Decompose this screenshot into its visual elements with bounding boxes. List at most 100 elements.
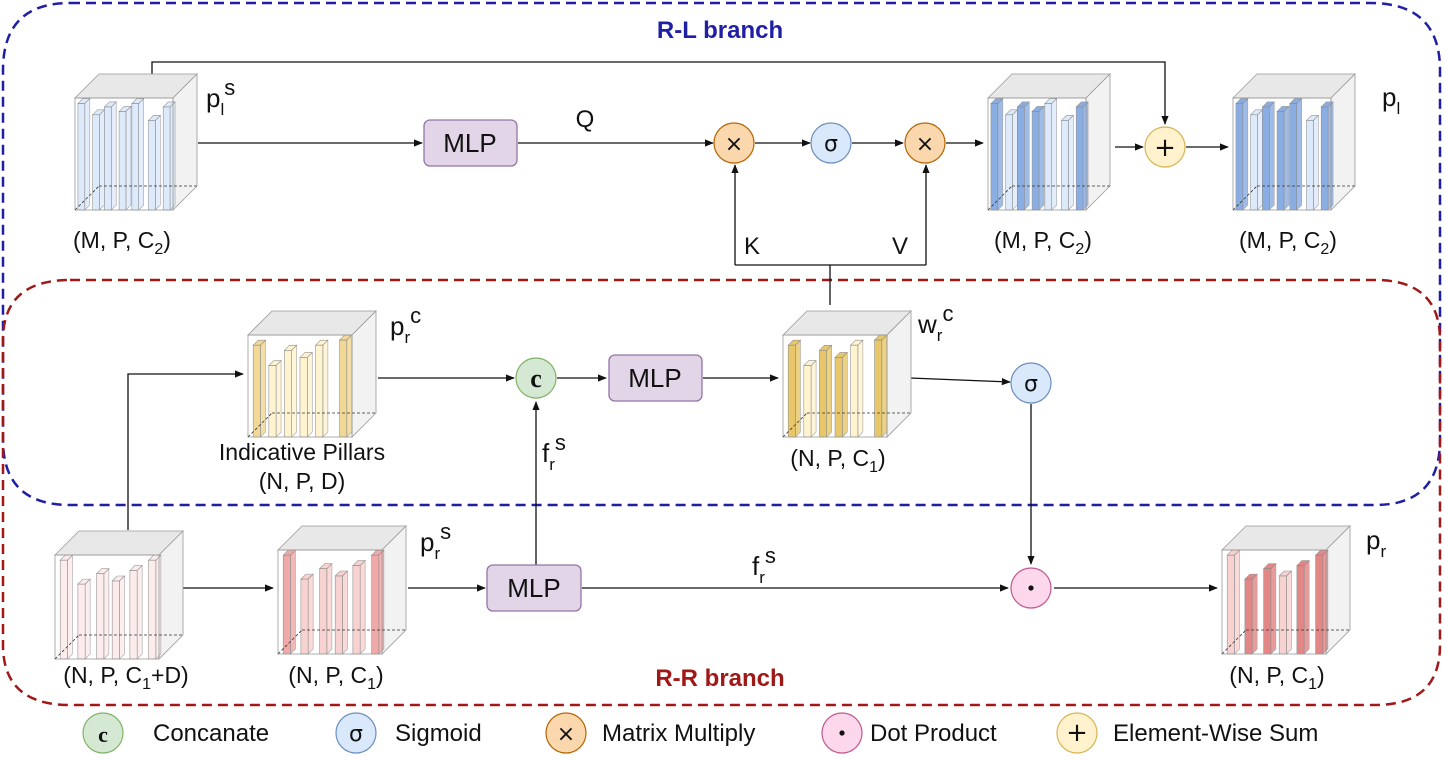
legend-symbol: × (557, 722, 575, 747)
legend-swatch (1056, 712, 1098, 754)
legend-item: Dot Product (821, 712, 997, 754)
pillar (268, 359, 282, 438)
mlp-label: MLP (443, 128, 496, 158)
svg-text:σ: σ (1024, 372, 1038, 397)
pillar (129, 564, 143, 660)
cube-wrc (782, 310, 912, 438)
pillar (1261, 101, 1275, 211)
sigmoid-op-top: σ (810, 122, 852, 164)
pillar (77, 97, 91, 211)
pillar (1004, 109, 1019, 211)
pillar (1226, 549, 1241, 655)
sigmoid-op-mid: σ (1010, 362, 1052, 404)
pillar (803, 359, 817, 438)
pillar (990, 97, 1004, 211)
connectors (127, 61, 1229, 592)
pillar (1296, 559, 1310, 655)
rr-branch-title: R-R branch (655, 665, 784, 692)
prc-label: prc (390, 303, 421, 347)
pillar (314, 339, 329, 438)
frs-label-vertical: frs (542, 430, 566, 474)
pillar (1276, 105, 1290, 211)
pillar (318, 562, 333, 655)
pillar (1262, 562, 1277, 655)
svg-text:σ: σ (824, 132, 838, 157)
pillar (252, 339, 267, 438)
sum-op: + (1144, 126, 1186, 168)
rl-branch-title: R-L branch (657, 17, 783, 44)
pillar (873, 334, 888, 438)
indicative-label: Indicative Pillars (219, 439, 385, 465)
legend-label: Element-Wise Sum (1113, 720, 1318, 747)
svg-text:×: × (725, 132, 743, 157)
pillar (849, 339, 864, 438)
pillar (1278, 570, 1293, 655)
pr-label: pr (1366, 525, 1386, 561)
dims-pls: (M, P, C2) (73, 227, 171, 258)
svg-text:c: c (530, 364, 542, 393)
pillar (299, 351, 314, 438)
pillar (1320, 101, 1334, 211)
dims-mid-l: (M, P, C2) (994, 227, 1092, 258)
pls-label: pls (206, 75, 235, 119)
pillar (818, 344, 833, 438)
cube-prc (247, 310, 377, 438)
tensor-cubes (54, 73, 1356, 660)
arrow-wrc-to-sigmoid (909, 377, 1011, 386)
k-label: K (744, 233, 760, 260)
pillar (118, 105, 132, 211)
rl-branch-border (1, 1, 1442, 507)
cube-input (54, 530, 184, 660)
prs-label: prs (420, 519, 451, 563)
dims-wrc: (N, P, C1) (790, 445, 885, 476)
pillar (1305, 114, 1320, 211)
mlp-label: MLP (507, 573, 560, 603)
pillar (1235, 97, 1249, 211)
kv-line (735, 264, 926, 305)
pillar (1031, 105, 1045, 211)
mlp-box-bottom: MLP (486, 564, 582, 612)
pillar (1244, 573, 1258, 655)
pillar (300, 573, 314, 655)
mlp-box-top: MLP (423, 119, 518, 167)
cube-pls (74, 73, 198, 211)
pillar (1044, 97, 1058, 211)
pillar (1016, 101, 1030, 211)
pillar (834, 351, 849, 438)
dims-pr: (N, P, C1) (1229, 662, 1324, 693)
legend-symbol: c (98, 722, 108, 747)
indicative-dims: (N, P, D) (259, 468, 345, 494)
cube-prs (277, 525, 407, 655)
pillar (77, 578, 91, 660)
pillar (334, 570, 349, 655)
svg-text:×: × (916, 132, 934, 157)
arrow-input-to-prc (127, 370, 244, 530)
legend-symbol: + (1066, 718, 1088, 748)
pillar (103, 101, 117, 211)
legend-label: Concanate (153, 720, 269, 747)
pillar (1060, 114, 1075, 211)
frs-label-horizontal: frs (752, 543, 776, 587)
pillar (787, 339, 802, 438)
dims-prs: (N, P, C1) (288, 662, 383, 693)
cube-mid-l (987, 73, 1111, 211)
legend-swatch (545, 712, 587, 754)
q-label: Q (576, 106, 595, 133)
pillar (111, 575, 126, 660)
pillar (1249, 109, 1264, 211)
pillar (352, 559, 366, 655)
legend-symbol (839, 730, 845, 736)
legend-label: Matrix Multiply (602, 720, 755, 747)
pillar (147, 114, 162, 211)
rr-branch-border (1, 278, 1442, 707)
pillar (338, 334, 353, 438)
legend-swatch (82, 712, 124, 754)
pillar (283, 344, 298, 438)
legend-label: Dot Product (870, 720, 997, 747)
legend-swatch (335, 712, 377, 754)
concat-op: c (515, 357, 557, 399)
